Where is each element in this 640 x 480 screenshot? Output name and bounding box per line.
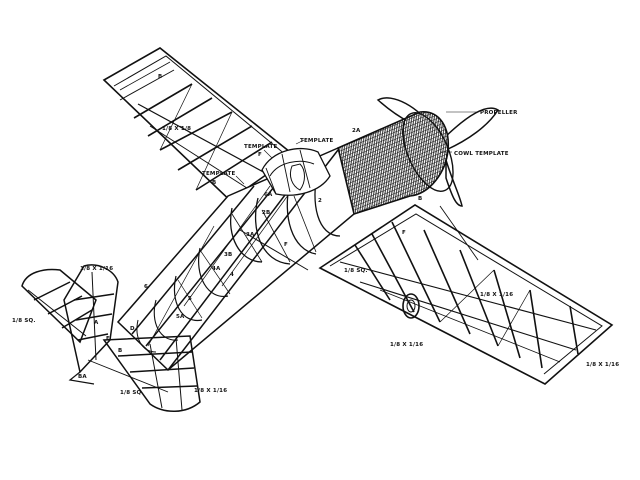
cowl-hatch-line xyxy=(338,137,449,188)
cowl-hatch-line xyxy=(451,100,465,220)
label-tail-e: A xyxy=(94,320,99,326)
label-tail-b: B xyxy=(118,348,122,354)
leader-lines xyxy=(179,111,478,185)
cockpit-canopy xyxy=(261,148,331,196)
label-fin-top: 1/8 X 1/16 xyxy=(80,266,113,272)
right-wing xyxy=(318,204,614,385)
label-stab-right: 1/8 X 1/16 xyxy=(194,388,227,394)
label-fuse-e: 2 xyxy=(318,198,322,204)
cowl-hatch-line xyxy=(338,140,449,192)
label-fuse-c: 3A xyxy=(246,232,255,238)
label-fuse-h: 4A xyxy=(212,266,221,272)
cowl-hatch-line xyxy=(338,126,449,178)
label-wing-right-tip: 1/8 X 1/16 xyxy=(586,362,619,368)
label-cowl-template: COWL TEMPLATE xyxy=(454,151,509,157)
label-template-center: TEMPLATE xyxy=(300,138,333,144)
label-stab-bottom: 1/8 SQ. xyxy=(120,390,144,396)
label-wing-r-a: F xyxy=(402,230,406,236)
label-wing-left-spar: 1/8 X 1/8 xyxy=(162,126,191,132)
label-fuse-f: 4 xyxy=(230,272,234,278)
cowl-hatch-line xyxy=(338,119,449,170)
cowl-hatch-line xyxy=(338,130,449,181)
label-fuse-j: 5A xyxy=(176,314,185,320)
label-stab-left: 1/8 SQ. xyxy=(12,318,36,324)
label-fuse-k: 6 xyxy=(144,284,148,290)
label-template-left-upper-sub: F xyxy=(258,152,262,158)
cowl-hatch-line xyxy=(338,111,449,152)
label-template-left-lower: TEMPLATE xyxy=(202,171,235,177)
label-fuse-g: 6A xyxy=(264,192,273,198)
cowl-hatch-line xyxy=(338,115,449,167)
cowl-hatch-line xyxy=(338,144,449,196)
label-wing-r-b: B xyxy=(418,196,422,202)
cowl-hatch-line xyxy=(437,111,449,214)
tail-surfaces xyxy=(21,264,201,412)
label-template-left-lower-sub: B xyxy=(212,180,216,186)
cowl-hatch-line xyxy=(338,148,449,199)
callout-labels: PROPELLER COWL TEMPLATE TEMPLATE TEMPLAT… xyxy=(12,74,619,396)
cowl-hatch-line xyxy=(338,111,449,160)
label-fuse-a: 2A xyxy=(352,128,361,134)
label-tail-a: BA xyxy=(78,374,87,380)
cowl-hatch-line xyxy=(446,111,449,214)
label-propeller: PROPELLER xyxy=(480,110,518,116)
label-tail-c: D xyxy=(130,326,135,332)
label-wing-right-b: 1/8 X 1/16 xyxy=(480,292,513,298)
cowl-hatch-line xyxy=(338,112,449,163)
cowl-hatch-line xyxy=(452,100,466,220)
label-wing-right-c: 1/8 X 1/16 xyxy=(390,342,423,348)
label-template-left-upper: TEMPLATE xyxy=(244,144,277,150)
label-fuse-b: 2B xyxy=(262,210,270,216)
cowl-hatch-line xyxy=(338,133,449,185)
cowl-hatch-line xyxy=(338,122,449,174)
label-fuse-i: 5 xyxy=(188,296,192,302)
label-wing-right-a: 1/8 SQ. xyxy=(344,268,368,274)
label-tail-d: E xyxy=(106,336,110,342)
label-fuse-l: F xyxy=(284,242,288,248)
left-wing xyxy=(102,47,347,252)
cowl-hatch-line xyxy=(338,151,449,203)
cowl-hatch-line xyxy=(338,111,449,156)
label-fuse-m: B xyxy=(158,74,162,80)
label-fuse-d: 3B xyxy=(224,252,232,258)
cowl-hatch-line xyxy=(338,173,449,214)
